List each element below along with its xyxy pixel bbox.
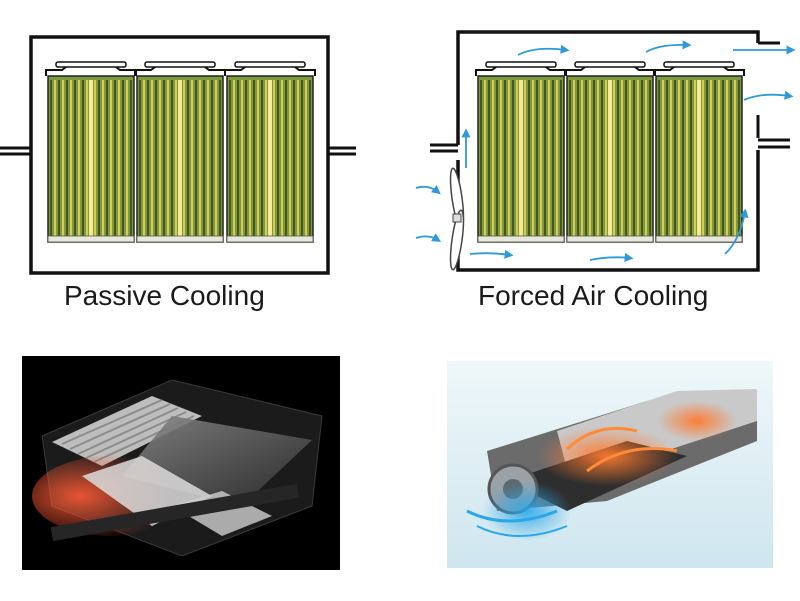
forced-battery-module-3	[653, 61, 745, 243]
forced-air-cooling-caption: Forced Air Cooling	[478, 280, 709, 311]
fan-blade-icon	[449, 167, 465, 271]
passive-cooling-caption: Passive Cooling	[64, 280, 265, 311]
battery-pack-photo-passive	[22, 356, 340, 570]
airflow-arrow-icon	[415, 40, 796, 262]
forced-enclosure-top	[456, 30, 760, 145]
passive-cooling-diagram	[0, 35, 356, 275]
forced-battery-module-1	[475, 61, 567, 243]
forced-battery-module-2	[564, 61, 656, 243]
battery-pack-photo-forced-air	[447, 361, 773, 568]
passive-battery-module-2	[134, 61, 226, 243]
cooling-diagrams	[0, 30, 796, 275]
forced-air-cooling-diagram	[415, 30, 796, 272]
passive-battery-module-1	[45, 61, 137, 243]
passive-battery-module-3	[224, 61, 316, 243]
